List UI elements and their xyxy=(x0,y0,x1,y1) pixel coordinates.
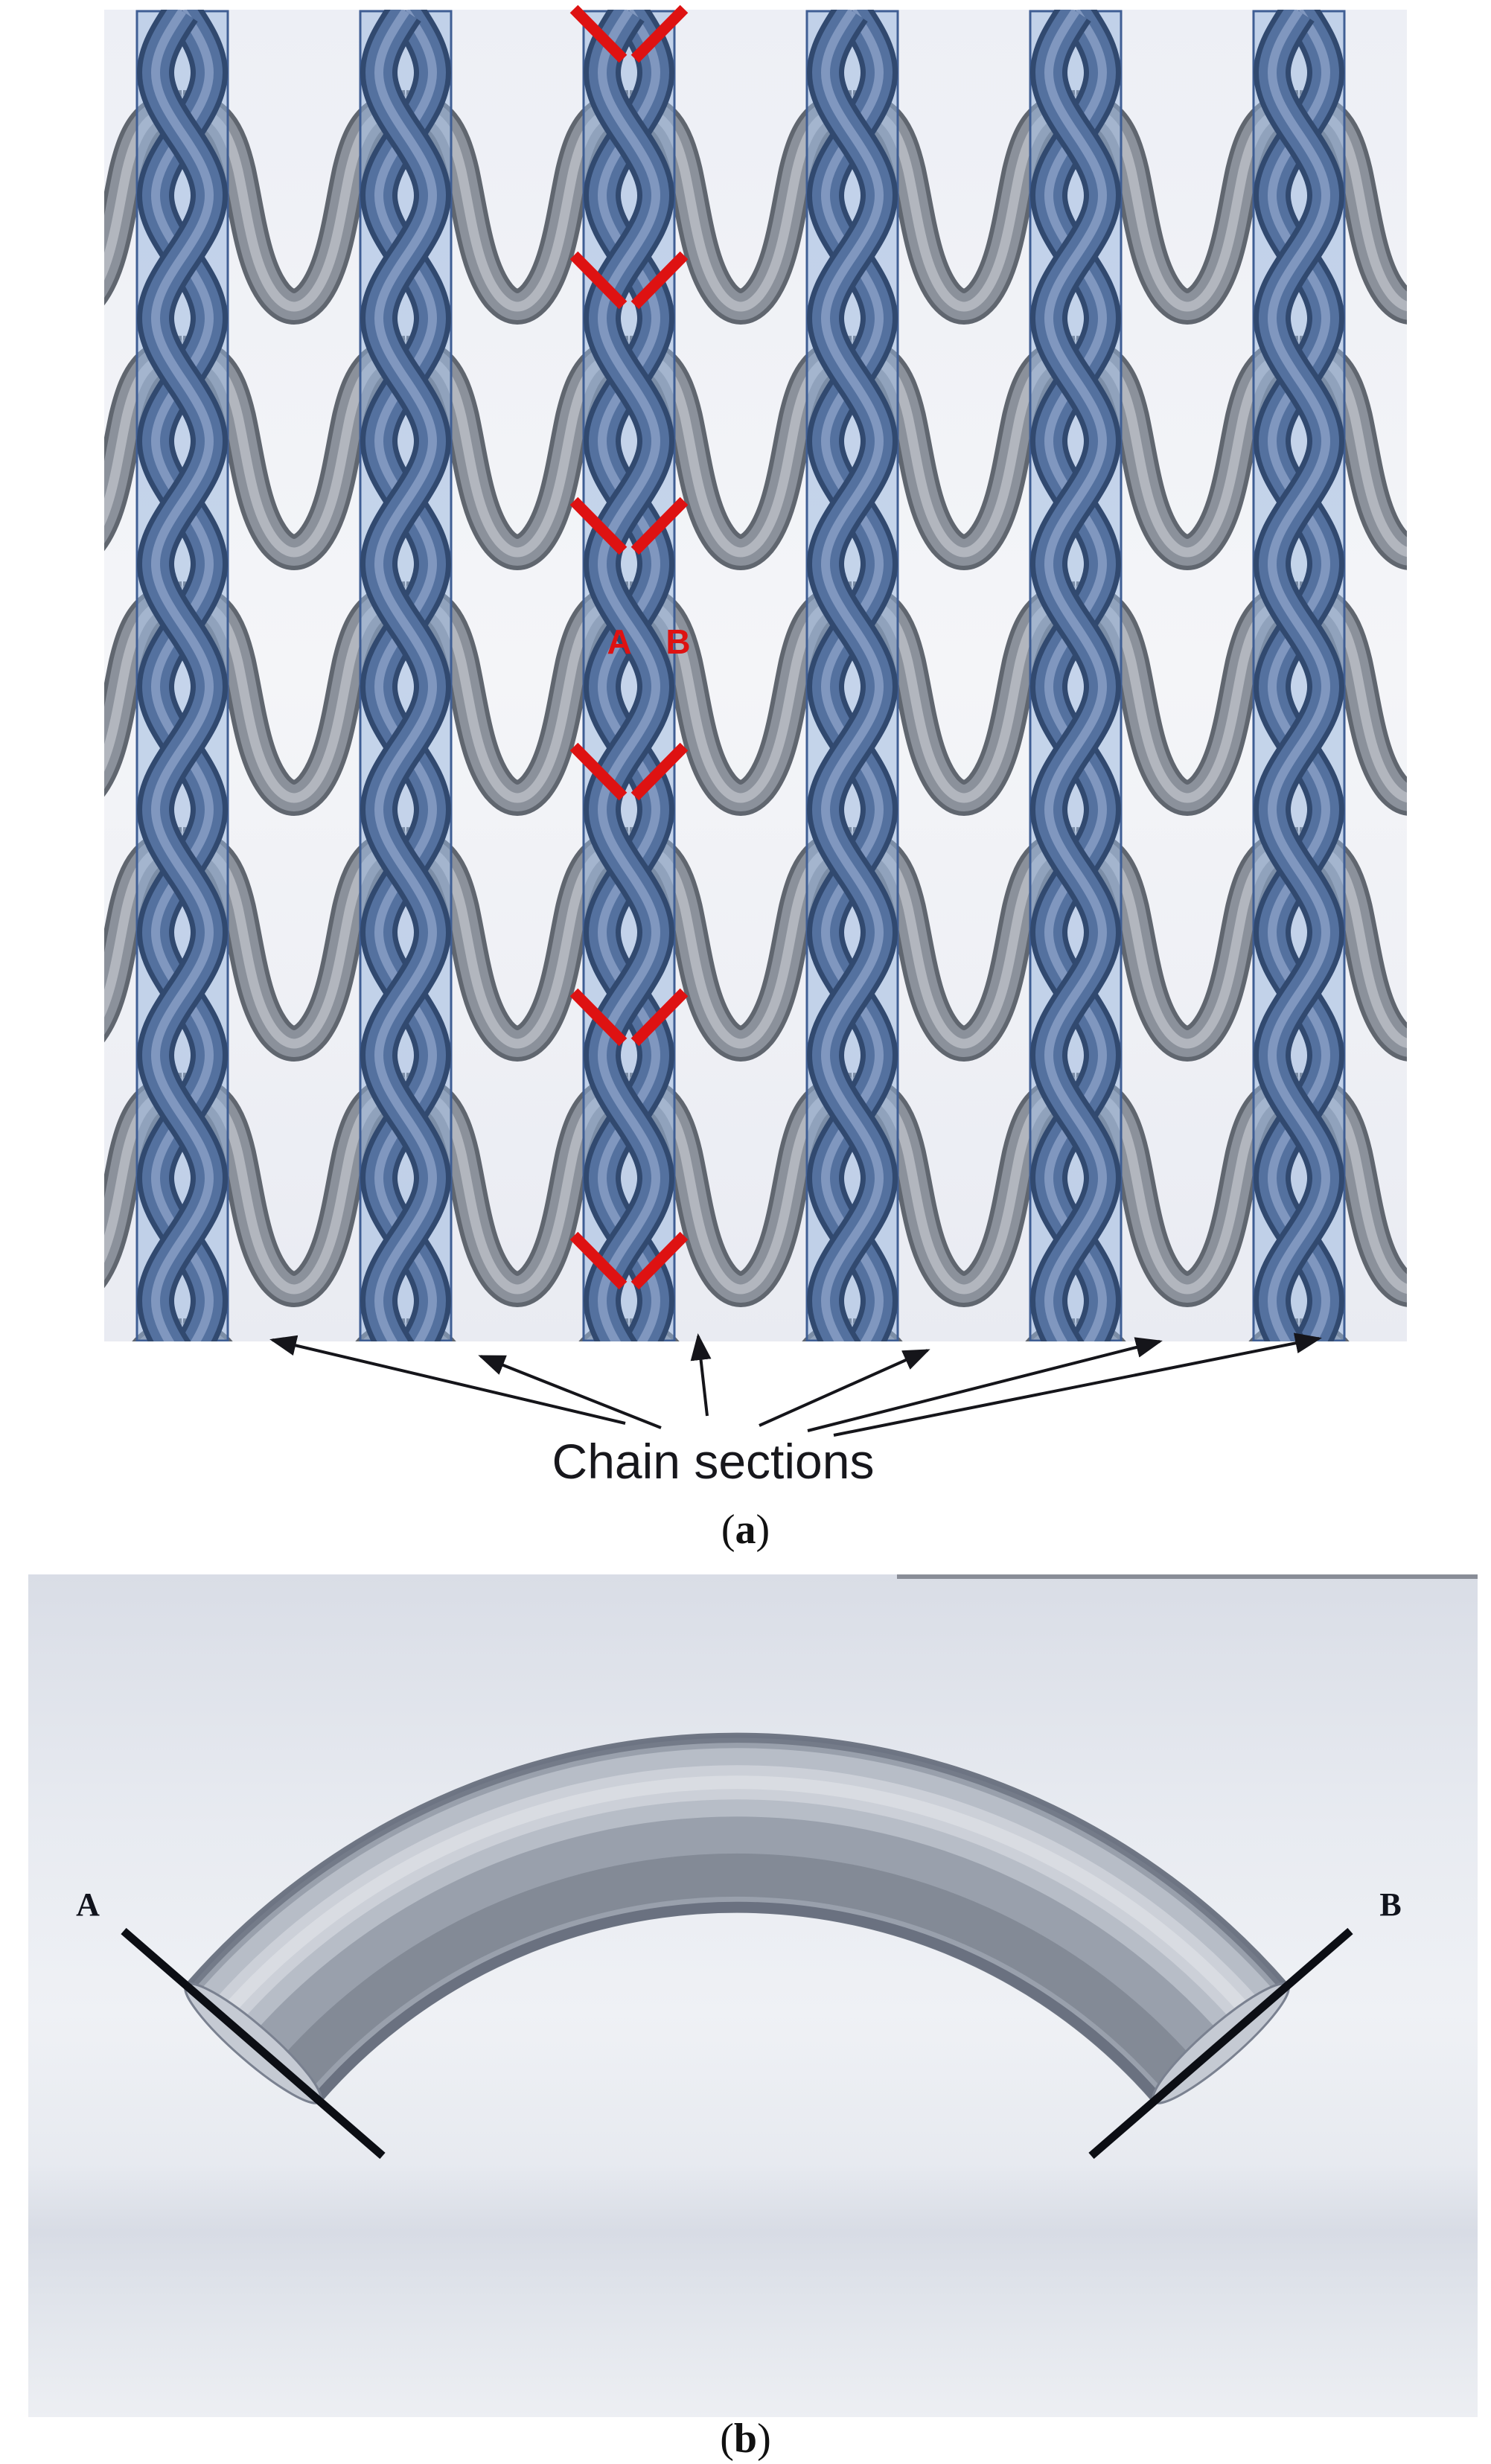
cut-mark xyxy=(569,4,628,63)
chain-column xyxy=(137,11,228,1485)
cut-mark xyxy=(569,251,628,310)
chain-section-arrows xyxy=(269,1332,1322,1437)
cut-mark xyxy=(630,1231,689,1290)
chain-column xyxy=(1030,11,1121,1485)
caption-b-close: ) xyxy=(757,2416,771,2462)
cut-mark xyxy=(630,742,689,801)
cut-mark xyxy=(569,988,628,1047)
caption-b-open: ( xyxy=(720,2416,734,2462)
knit-figure-svg: A B Chain sections xyxy=(104,4,1407,1489)
caption-a-letter: a xyxy=(735,1507,756,1553)
chain-column xyxy=(1254,11,1344,1485)
cut-mark xyxy=(569,742,628,801)
chain-column xyxy=(807,11,898,1485)
caption-a-open: ( xyxy=(721,1507,735,1553)
tube-body xyxy=(189,1737,1285,2099)
section-label-a: A xyxy=(76,1886,100,1923)
caption-a: (a) xyxy=(0,1507,1491,1554)
tube-inner-shadow xyxy=(276,1853,1198,2093)
tube-inner-rim xyxy=(313,1901,1162,2102)
caption-b-letter: b xyxy=(733,2416,758,2462)
tube-outer-rim xyxy=(187,1735,1287,1991)
cut-label-a: A xyxy=(607,622,631,661)
cut-mark xyxy=(630,4,689,63)
chain-section-arrow xyxy=(478,1355,662,1429)
knit-fabric xyxy=(104,10,1407,1485)
fabric-background xyxy=(104,10,1407,1341)
cut-mark xyxy=(569,497,628,555)
render-artifact-line xyxy=(897,1574,1478,1579)
caption-a-close: ) xyxy=(756,1507,770,1553)
elbow-tube xyxy=(185,1732,1289,2103)
tube-highlight-sheen xyxy=(217,1775,1257,2021)
caption-b: (b) xyxy=(0,2416,1491,2463)
chain-section-arrow xyxy=(807,1337,1163,1432)
chain-column xyxy=(360,11,451,1485)
cut-mark xyxy=(630,251,689,310)
cut-mark xyxy=(569,1231,628,1290)
section-line-a xyxy=(121,1927,386,2160)
section-label-b: B xyxy=(1379,1886,1401,1923)
cut-mark xyxy=(630,988,689,1047)
cut-marks xyxy=(569,4,689,1290)
section-line-b xyxy=(1088,1927,1353,2160)
chain-section-arrow xyxy=(690,1333,712,1417)
chain-section-arrow xyxy=(269,1335,626,1425)
chain-section-arrow xyxy=(759,1349,930,1427)
elbow-figure-svg: A B xyxy=(28,1574,1478,2417)
chain-sections-label: Chain sections xyxy=(552,1434,875,1489)
chain-section-arrow xyxy=(833,1332,1322,1437)
cut-label-b: B xyxy=(665,622,690,661)
cut-mark xyxy=(630,497,689,555)
